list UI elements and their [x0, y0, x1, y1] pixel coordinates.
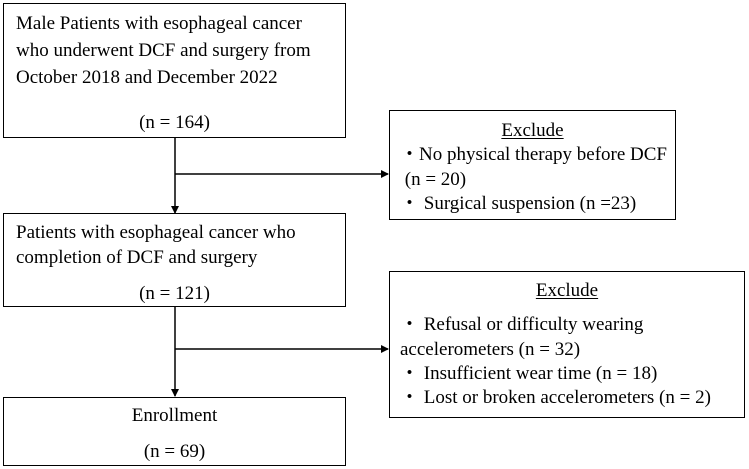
initial-patients-line-2: who underwent DCF and surgery from	[16, 40, 311, 61]
completed-patients-line-2: completion of DCF and surgery	[16, 247, 258, 268]
exclude-1-item-3: ・ Surgical suspension (n =23)	[400, 193, 637, 214]
enrollment-count: (n = 69)	[143, 441, 206, 462]
completed-patients-count: (n = 121)	[139, 283, 210, 304]
exclude-2-item-4: ・ Lost or broken accelerometers (n = 2)	[400, 387, 711, 408]
exclude-box-1: Exclude ・No physical therapy before DCF …	[389, 110, 676, 220]
exclude-1-title: Exclude	[501, 120, 564, 141]
enrollment-box: Enrollment (n = 69)	[3, 397, 346, 466]
exclude-2-item-2: accelerometers (n = 32)	[400, 339, 581, 360]
exclude-1-item-1: ・No physical therapy before DCF	[400, 144, 667, 165]
enrollment-title: Enrollment	[131, 405, 218, 426]
exclude-2-item-1: ・ Refusal or difficulty wearing	[400, 314, 644, 335]
initial-patients-line-1: Male Patients with esophageal cancer	[16, 13, 302, 34]
completed-patients-box: Patients with esophageal cancer who comp…	[3, 213, 346, 307]
exclude-box-2: Exclude ・ Refusal or difficulty wearing …	[389, 271, 745, 418]
initial-patients-count: (n = 164)	[139, 112, 210, 133]
completed-patients-line-1: Patients with esophageal cancer who	[16, 222, 296, 243]
initial-patients-line-3: October 2018 and December 2022	[16, 67, 278, 88]
exclude-2-item-3: ・ Insufficient wear time (n = 18)	[400, 363, 658, 384]
exclude-1-item-2: (n = 20)	[400, 169, 467, 190]
exclude-2-title: Exclude	[535, 280, 599, 301]
initial-patients-box: Male Patients with esophageal cancer who…	[3, 3, 346, 138]
